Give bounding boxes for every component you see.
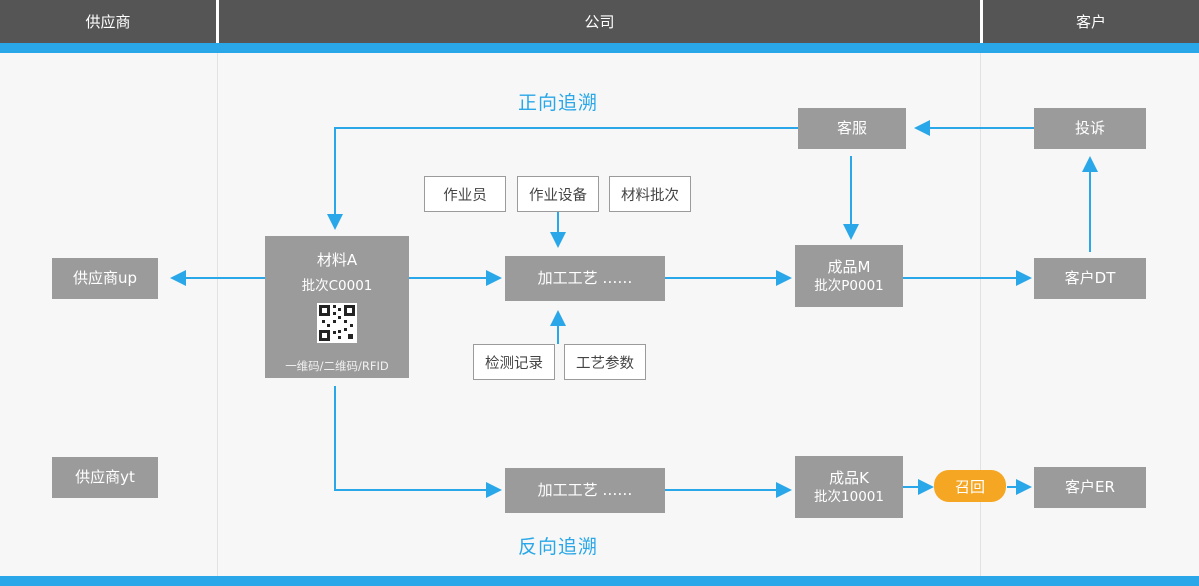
- node-customer-er-label: 客户ER: [1065, 478, 1115, 497]
- node-material-a[interactable]: 材料A 批次C0001: [265, 236, 409, 378]
- node-customer-service-label: 客服: [836, 119, 867, 138]
- lane-header-supplier: 供应商: [0, 0, 216, 52]
- accent-bar-top: [0, 43, 1199, 53]
- header-divider: [980, 0, 983, 43]
- node-supplier-up-label: 供应商up: [72, 269, 138, 288]
- lane-header-customer-label: 客户: [1075, 13, 1106, 31]
- node-customer-service[interactable]: 客服: [798, 108, 906, 149]
- node-product-k-title: 成品K: [829, 468, 869, 487]
- node-complaint[interactable]: 投诉: [1034, 108, 1146, 149]
- material-code-types: 一维码/二维码/RFID: [285, 359, 389, 373]
- attr-operator-label: 作业员: [443, 187, 487, 204]
- lane-separator-right: [980, 53, 981, 576]
- node-product-k-batch: 批次10001: [814, 489, 884, 506]
- lane-header-company: 公司: [219, 0, 980, 52]
- node-product-m[interactable]: 成品M 批次P0001: [795, 245, 903, 307]
- lane-header-company-label: 公司: [584, 13, 615, 31]
- reverse-trace-label: 反向追溯: [518, 536, 599, 558]
- node-process-top[interactable]: 加工工艺 ……: [505, 256, 665, 301]
- lane-header-supplier-label: 供应商: [85, 13, 131, 31]
- attr-equipment[interactable]: 作业设备: [517, 176, 599, 212]
- forward-trace-label: 正向追溯: [518, 92, 599, 114]
- attr-inspection-record[interactable]: 检测记录: [473, 344, 555, 380]
- node-supplier-yt[interactable]: 供应商yt: [52, 457, 158, 498]
- attr-process-params[interactable]: 工艺参数: [564, 344, 646, 380]
- attr-operator[interactable]: 作业员: [424, 176, 506, 212]
- attr-equipment-label: 作业设备: [529, 187, 587, 204]
- node-recall-label: 召回: [954, 477, 985, 496]
- node-customer-er[interactable]: 客户ER: [1034, 467, 1146, 508]
- attr-material-batch-label: 材料批次: [621, 187, 679, 204]
- node-process-top-label: 加工工艺 ……: [537, 269, 633, 288]
- header-divider: [216, 0, 219, 43]
- material-batch: 批次C0001: [301, 278, 373, 294]
- node-product-k[interactable]: 成品K 批次10001: [795, 456, 903, 518]
- attr-material-batch[interactable]: 材料批次: [609, 176, 691, 212]
- lane-separator-left: [217, 53, 218, 576]
- node-complaint-label: 投诉: [1074, 119, 1105, 138]
- accent-bar-bottom: [0, 576, 1199, 586]
- node-product-m-batch: 批次P0001: [814, 278, 884, 295]
- node-recall[interactable]: 召回: [934, 470, 1006, 502]
- node-supplier-up[interactable]: 供应商up: [52, 258, 158, 299]
- node-customer-dt[interactable]: 客户DT: [1034, 258, 1146, 299]
- node-product-m-title: 成品M: [827, 257, 871, 276]
- attr-process-params-label: 工艺参数: [576, 355, 634, 372]
- lane-header-customer: 客户: [983, 0, 1199, 52]
- node-supplier-yt-label: 供应商yt: [75, 468, 135, 487]
- swimlane-header: 供应商 公司 客户: [0, 0, 1199, 52]
- material-title: 材料A: [316, 251, 358, 269]
- qr-code-icon: [317, 303, 357, 347]
- node-customer-dt-label: 客户DT: [1064, 269, 1116, 288]
- node-process-bottom-label: 加工工艺 ……: [537, 481, 633, 500]
- attr-inspection-record-label: 检测记录: [485, 355, 543, 372]
- node-process-bottom[interactable]: 加工工艺 ……: [505, 468, 665, 513]
